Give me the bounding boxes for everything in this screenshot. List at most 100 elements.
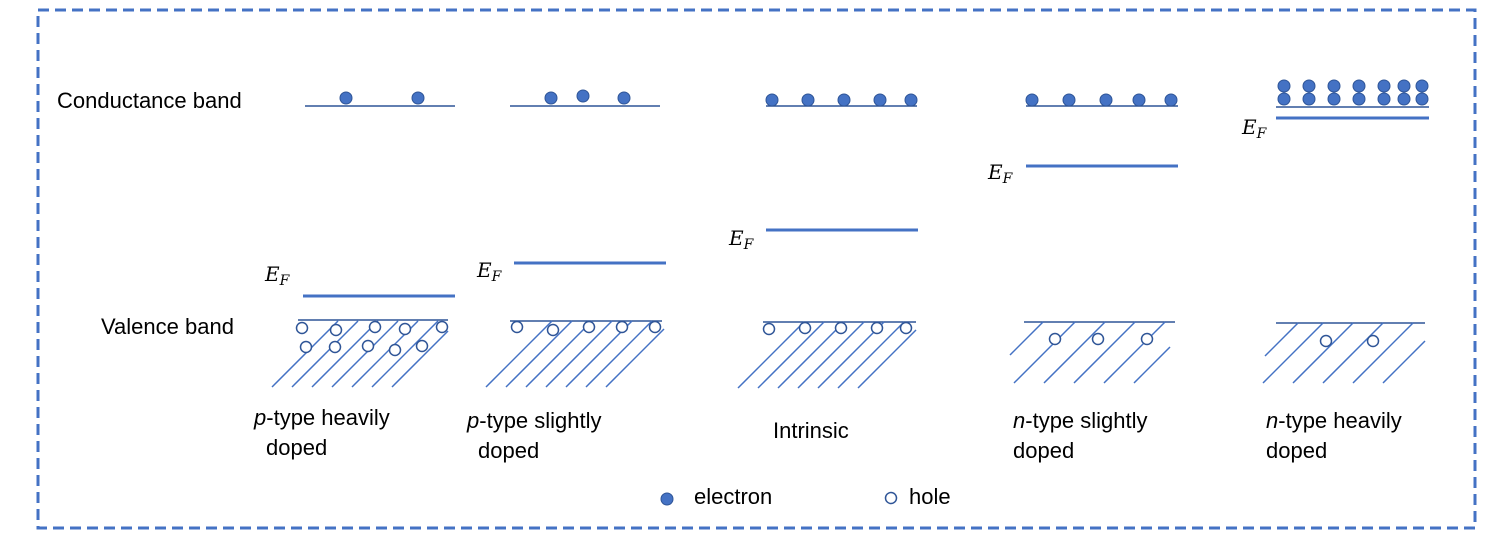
hatch-line [371, 320, 439, 388]
hole [798, 321, 812, 335]
hatch-line [1133, 346, 1171, 384]
hole [329, 323, 343, 337]
valence-hatching [271, 320, 1426, 389]
valence-band-label: Valence band [101, 314, 234, 339]
electron [1062, 93, 1076, 107]
hatch-line [1262, 322, 1324, 384]
hatch-line [777, 321, 845, 389]
hatch-line [1352, 322, 1414, 384]
electron [1277, 79, 1291, 93]
hatch-line [585, 320, 653, 388]
hole [870, 321, 884, 335]
hole [1140, 332, 1154, 346]
hole [435, 320, 449, 334]
legend-electron-icon [660, 492, 674, 506]
electron [1025, 93, 1039, 107]
electron [873, 93, 887, 107]
hatch-line [1382, 340, 1426, 384]
hole [834, 321, 848, 335]
valence-band-lines [298, 319, 1425, 324]
electron [1302, 92, 1316, 106]
fermi-label-5: EF [1242, 115, 1267, 142]
hatch-line [525, 320, 593, 388]
panel-caption-4: n-type slightly doped [1013, 408, 1148, 463]
electron [801, 93, 815, 107]
fermi-label-1: EF [265, 262, 290, 289]
hole [899, 321, 913, 335]
hole [295, 321, 309, 335]
electron [1352, 79, 1366, 93]
fermi-lines [303, 116, 1429, 298]
dashed-border [36, 8, 1477, 530]
hole [1091, 332, 1105, 346]
electron [1397, 92, 1411, 106]
panel-caption-5: n-type heavily doped [1266, 408, 1402, 463]
legend-hole-icon [884, 491, 898, 505]
electron [411, 91, 425, 105]
hatch-line [311, 320, 379, 388]
hatch-line [291, 320, 359, 388]
legend-hole-label: hole [909, 484, 951, 509]
hatch-line [391, 330, 449, 388]
hatch-line [1009, 321, 1044, 356]
electron [1397, 79, 1411, 93]
electron [339, 91, 353, 105]
panel-caption-3: Intrinsic [773, 418, 849, 443]
hatch-line [1322, 322, 1384, 384]
fermi-label-2: EF [477, 258, 502, 285]
hatch-line [837, 321, 905, 389]
electron [1099, 93, 1113, 107]
hatch-line [737, 321, 805, 389]
hatch-line [605, 328, 665, 388]
hole [1048, 332, 1062, 346]
hatch-line [485, 320, 553, 388]
electron [1377, 92, 1391, 106]
electron [1415, 79, 1429, 93]
hole [510, 320, 524, 334]
electron [1415, 92, 1429, 106]
electron [1352, 92, 1366, 106]
electron [1164, 93, 1178, 107]
hatch-line [817, 321, 885, 389]
hatch-line [545, 320, 613, 388]
hole [415, 339, 429, 353]
hole [398, 322, 412, 336]
hatch-line [857, 329, 917, 389]
hatch-line [271, 320, 339, 388]
hatch-line [1103, 321, 1166, 384]
hole [368, 320, 382, 334]
hatch-line [1264, 322, 1299, 357]
electron [1377, 79, 1391, 93]
hole [299, 340, 313, 354]
fermi-label-3: EF [729, 226, 754, 253]
hole [1319, 334, 1333, 348]
electron [1327, 79, 1341, 93]
hole [328, 340, 342, 354]
hatch-line [1013, 321, 1076, 384]
electron [1277, 92, 1291, 106]
legend-electron-label: electron [694, 484, 773, 509]
hatch-line [757, 321, 825, 389]
electron [576, 89, 590, 103]
electron [1327, 92, 1341, 106]
hatch-line [1292, 322, 1354, 384]
hatch-line [505, 320, 573, 388]
holes [295, 320, 1380, 357]
electron [1302, 79, 1316, 93]
electron [617, 91, 631, 105]
panel-caption-2: p-type slightly doped [467, 408, 602, 463]
conductance-band-label: Conductance band [57, 88, 242, 113]
electron [837, 93, 851, 107]
hatch-line [331, 320, 399, 388]
hole [615, 320, 629, 334]
hole [388, 343, 402, 357]
electron [904, 93, 918, 107]
hole [582, 320, 596, 334]
hatch-line [1043, 321, 1106, 384]
hatch-line [797, 321, 865, 389]
hole [546, 323, 560, 337]
electron [1132, 93, 1146, 107]
panel-caption-1: p-type heavily doped [254, 405, 390, 460]
hole [648, 320, 662, 334]
electrons [339, 79, 1429, 107]
